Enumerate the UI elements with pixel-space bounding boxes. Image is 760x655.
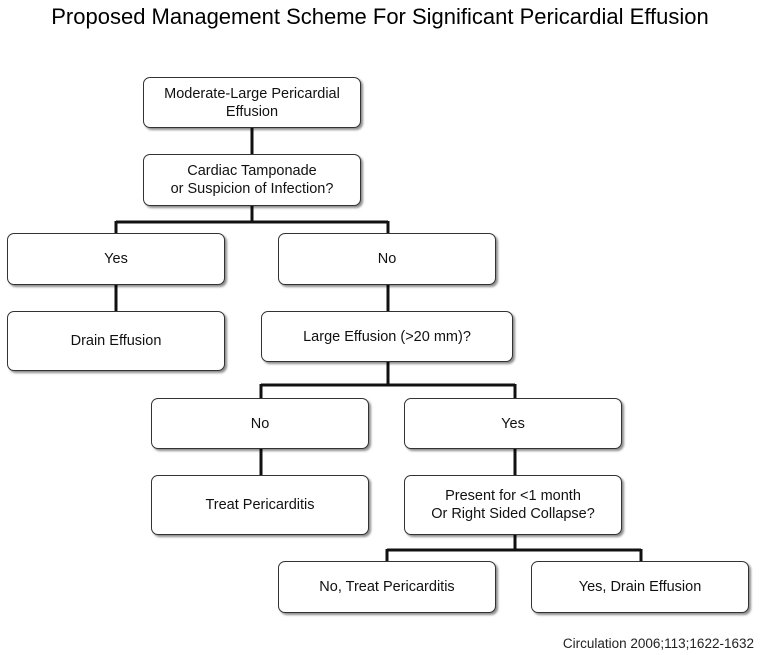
node-yes-2: Yes bbox=[404, 398, 622, 449]
node-yes-drain-effusion: Yes, Drain Effusion bbox=[531, 561, 749, 613]
node-large-effusion-question: Large Effusion (>20 mm)? bbox=[261, 311, 513, 362]
node-tamponade-question: Cardiac Tamponade or Suspicion of Infect… bbox=[143, 154, 361, 206]
node-moderate-large-effusion: Moderate-Large Pericardial Effusion bbox=[143, 77, 361, 128]
node-no-treat-pericarditis: No, Treat Pericarditis bbox=[278, 561, 496, 613]
citation: Circulation 2006;113;1622-1632 bbox=[562, 636, 754, 651]
node-yes-1: Yes bbox=[7, 233, 225, 285]
node-duration-question: Present for <1 month Or Right Sided Coll… bbox=[404, 475, 622, 535]
node-no-2: No bbox=[151, 398, 369, 449]
diagram-title: Proposed Management Scheme For Significa… bbox=[51, 4, 709, 29]
node-drain-effusion: Drain Effusion bbox=[7, 311, 225, 371]
node-no-1: No bbox=[278, 233, 496, 285]
node-treat-pericarditis: Treat Pericarditis bbox=[151, 475, 369, 535]
